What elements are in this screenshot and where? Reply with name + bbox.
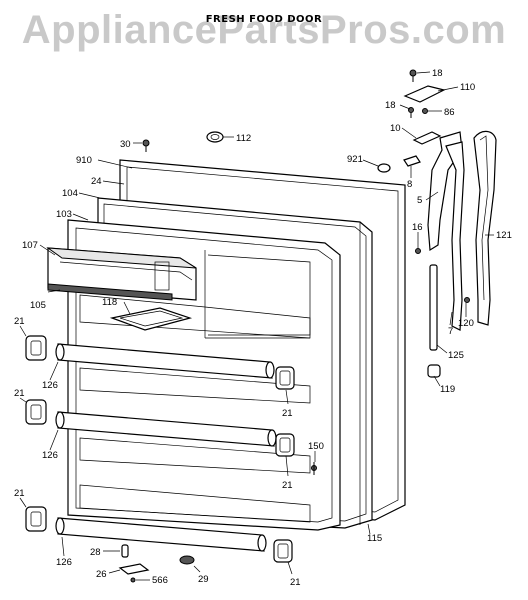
callout-120: 120	[458, 318, 474, 329]
callout-28: 28	[90, 547, 101, 558]
callout-30: 30	[120, 139, 131, 150]
hinge-cover-110	[403, 85, 446, 103]
shelf-end-cap	[273, 539, 293, 563]
callout-118: 118	[102, 297, 117, 308]
shelf-bar-lower	[55, 517, 267, 552]
screw-30	[142, 139, 150, 152]
callout-126: 126	[42, 380, 58, 391]
callout-566: 566	[152, 575, 168, 586]
callout-21: 21	[14, 316, 25, 327]
callout-8: 8	[407, 179, 412, 190]
screw-16	[415, 248, 421, 254]
strip-125	[429, 264, 438, 351]
leader-lines	[19, 71, 494, 581]
callout-125: 125	[448, 350, 464, 361]
callout-18: 18	[432, 68, 443, 79]
shelf-bar-middle	[55, 411, 277, 447]
callout-107: 107	[22, 240, 38, 251]
hinge-10	[412, 131, 442, 145]
callout-119: 119	[440, 384, 455, 395]
shelf-end-cap	[275, 366, 295, 390]
screw-86	[422, 108, 428, 114]
callout-7: 7	[448, 326, 453, 337]
callout-21: 21	[14, 388, 25, 399]
screw-150	[311, 462, 317, 475]
callout-910: 910	[76, 155, 92, 166]
screw-18-top	[409, 69, 417, 82]
dairy-compartment-door	[46, 247, 197, 301]
callout-121: 121	[496, 230, 512, 241]
shelf-end-cap	[275, 433, 295, 457]
callout-86: 86	[444, 107, 455, 118]
butter-dish	[109, 307, 193, 331]
callout-105: 105	[30, 300, 46, 311]
callout-24: 24	[91, 176, 102, 187]
shelf-end-cap	[25, 506, 47, 532]
bracket-8	[403, 155, 421, 167]
stop-28	[121, 544, 129, 558]
plug-112	[206, 131, 224, 143]
shelf-end-cap	[25, 399, 47, 425]
callout-112: 112	[236, 133, 251, 144]
callout-29: 29	[198, 574, 209, 585]
callout-921: 921	[347, 154, 363, 165]
shelf-end-cap	[25, 335, 47, 361]
diagram-title: FRESH FOOD DOOR	[205, 14, 323, 25]
callout-150: 150	[308, 441, 324, 452]
handle-trim-121	[473, 130, 497, 326]
callout-21: 21	[290, 577, 301, 588]
plug-921	[377, 163, 391, 173]
cap-29	[179, 555, 195, 565]
callout-26: 26	[96, 569, 107, 580]
screw-566	[130, 577, 136, 583]
callout-126: 126	[42, 450, 58, 461]
callout-126: 126	[56, 557, 72, 568]
callout-110: 110	[460, 82, 475, 93]
cap-119	[427, 364, 441, 378]
callout-21: 21	[282, 408, 293, 419]
callout-21: 21	[282, 480, 293, 491]
callout-16: 16	[412, 222, 423, 233]
callout-21: 21	[14, 488, 25, 499]
plate-26	[118, 563, 150, 575]
shelf-bar-upper	[55, 343, 275, 379]
handle-7	[445, 141, 465, 331]
screw-120	[464, 297, 470, 303]
callout-103: 103	[56, 209, 72, 220]
callout-5: 5	[417, 195, 422, 206]
callout-104: 104	[62, 188, 78, 199]
callout-10: 10	[390, 123, 401, 134]
callout-115: 115	[367, 533, 382, 544]
callout-18: 18	[385, 100, 396, 111]
